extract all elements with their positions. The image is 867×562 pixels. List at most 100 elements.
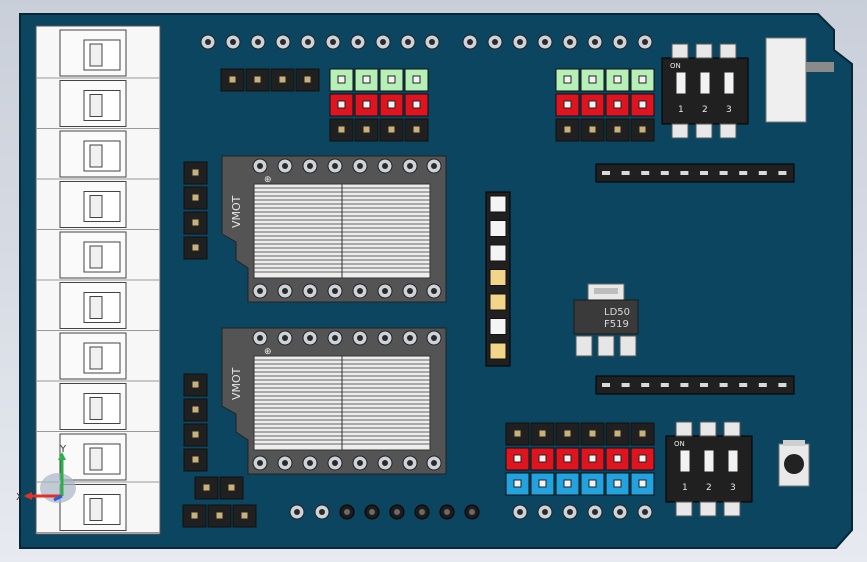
pin-hole bbox=[257, 335, 263, 341]
long-header-pin[interactable] bbox=[700, 171, 708, 175]
long-header-bottom[interactable] bbox=[595, 375, 795, 395]
pin-post bbox=[228, 75, 237, 84]
long-header-pin[interactable] bbox=[641, 383, 650, 387]
pin-hole bbox=[467, 39, 473, 45]
pin-hole bbox=[394, 509, 400, 515]
pin-post bbox=[191, 455, 200, 464]
pin-hole bbox=[282, 163, 288, 169]
long-header-pin[interactable] bbox=[758, 383, 767, 387]
pin-hole bbox=[282, 288, 288, 294]
long-header-pin[interactable] bbox=[602, 171, 610, 175]
vheader-pin[interactable] bbox=[489, 195, 507, 213]
voltage-regulator[interactable]: LD50 F519 bbox=[573, 283, 639, 357]
terminal-clamp bbox=[89, 397, 103, 420]
pin-hole bbox=[255, 39, 261, 45]
regulator-label-1: LD50 bbox=[604, 307, 630, 318]
dip-toggle[interactable] bbox=[723, 71, 735, 95]
pin-hole bbox=[307, 288, 313, 294]
pin-post bbox=[588, 429, 597, 438]
pin-hole bbox=[405, 39, 411, 45]
pin-post bbox=[202, 483, 211, 492]
long-header-pin[interactable] bbox=[778, 383, 787, 387]
long-header-pin[interactable] bbox=[700, 383, 708, 387]
pin-post bbox=[588, 454, 597, 463]
vertical-led-header[interactable] bbox=[485, 191, 511, 367]
pin-post bbox=[588, 75, 597, 84]
long-header-pin[interactable] bbox=[719, 383, 728, 387]
pin-post bbox=[337, 125, 346, 134]
side-switch-icon[interactable] bbox=[765, 37, 834, 123]
dip-pin-bottom bbox=[723, 501, 741, 517]
pin-hole bbox=[431, 460, 437, 466]
vheader-pin[interactable] bbox=[489, 293, 507, 311]
pin-post bbox=[638, 479, 647, 488]
pin-post bbox=[387, 100, 396, 109]
long-header-pin[interactable] bbox=[602, 383, 610, 387]
dip-toggle[interactable] bbox=[679, 449, 691, 473]
long-header-top[interactable] bbox=[595, 163, 795, 183]
screw-terminal-block[interactable] bbox=[35, 25, 161, 535]
pin-hole bbox=[369, 509, 375, 515]
long-header-pin[interactable] bbox=[680, 171, 689, 175]
stepper-driver-module[interactable]: VMOT⊕ bbox=[221, 155, 447, 303]
dip-header-label: ON bbox=[674, 440, 685, 448]
pin-post bbox=[613, 479, 622, 488]
terminal-clamp bbox=[89, 498, 103, 521]
long-header-pin[interactable] bbox=[621, 383, 630, 387]
vheader-pin[interactable] bbox=[489, 318, 507, 335]
pin-post bbox=[240, 511, 249, 520]
long-header-pin[interactable] bbox=[660, 171, 669, 175]
terminal-clamp bbox=[89, 94, 103, 117]
pin-post bbox=[253, 75, 262, 84]
vheader-pin[interactable] bbox=[489, 220, 507, 237]
pin-hole bbox=[357, 335, 363, 341]
vheader-pin[interactable] bbox=[489, 269, 507, 286]
long-header-pin[interactable] bbox=[660, 383, 669, 387]
long-header-pin[interactable] bbox=[680, 383, 689, 387]
dip-pin-bottom bbox=[699, 501, 717, 517]
vheader-pin[interactable] bbox=[489, 244, 507, 262]
pin-hole bbox=[307, 460, 313, 466]
stepper-driver-module[interactable]: VMOT⊕ bbox=[221, 327, 447, 475]
pin-post bbox=[278, 75, 287, 84]
pin-hole bbox=[280, 39, 286, 45]
long-header-pin[interactable] bbox=[778, 171, 787, 175]
push-button-icon[interactable] bbox=[778, 440, 810, 487]
long-header-pin[interactable] bbox=[758, 171, 767, 175]
dip-toggle[interactable] bbox=[703, 449, 715, 473]
pin-post bbox=[191, 193, 200, 202]
pin-post bbox=[563, 75, 572, 84]
dip-toggle[interactable] bbox=[699, 71, 711, 95]
pin-post bbox=[337, 100, 346, 109]
vheader-pin[interactable] bbox=[489, 342, 507, 360]
long-header-pin[interactable] bbox=[621, 171, 630, 175]
dip-pin-top bbox=[719, 43, 737, 59]
pin-hole bbox=[332, 163, 338, 169]
pin-hole bbox=[332, 460, 338, 466]
pin-hole bbox=[380, 39, 386, 45]
dip-pin-bottom bbox=[671, 123, 689, 139]
long-header-pin[interactable] bbox=[739, 171, 748, 175]
dip-toggle[interactable] bbox=[727, 449, 739, 473]
pin-hole bbox=[307, 335, 313, 341]
pin-post bbox=[191, 243, 200, 252]
regulator-pin bbox=[619, 335, 637, 357]
pin-post bbox=[191, 430, 200, 439]
pin-hole bbox=[429, 39, 435, 45]
pin-hole bbox=[332, 288, 338, 294]
pin-post bbox=[638, 100, 647, 109]
pin-post bbox=[613, 125, 622, 134]
pin-hole bbox=[382, 460, 388, 466]
long-header-pin[interactable] bbox=[641, 171, 650, 175]
long-header-pin[interactable] bbox=[719, 171, 728, 175]
dip-toggle[interactable] bbox=[675, 71, 687, 95]
pin-hole bbox=[407, 460, 413, 466]
long-header-pin[interactable] bbox=[739, 383, 748, 387]
pin-hole bbox=[357, 460, 363, 466]
pin-post bbox=[513, 454, 522, 463]
pin-post bbox=[191, 380, 200, 389]
pin-post bbox=[215, 511, 224, 520]
